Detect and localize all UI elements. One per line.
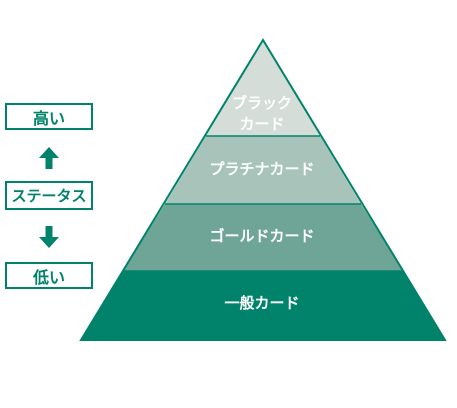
tier-general-card [81, 271, 445, 340]
tier-black-label-line2: カード [239, 115, 284, 133]
tier-black-card [206, 40, 320, 136]
tier-gold-card [123, 204, 403, 271]
tier-platinum-label: プラチナカード [209, 160, 314, 178]
pyramid-outline [79, 38, 447, 341]
tier-general-label: 一般カード [224, 294, 299, 312]
status-low-text: 低い [32, 267, 65, 287]
status-high-label: 高い [5, 103, 93, 130]
arrow-up-icon [39, 147, 59, 169]
status-low-label: 低い [5, 262, 93, 289]
arrow-down-icon [39, 226, 59, 248]
status-axis-text: ステータス [11, 187, 87, 205]
tier-platinum-card [165, 136, 361, 204]
status-high-text: 高い [32, 108, 65, 128]
tier-black-label-line1: ブラック [232, 94, 292, 112]
tier-gold-label: ゴールドカード [209, 227, 314, 245]
status-axis-label: ステータス [5, 181, 93, 210]
